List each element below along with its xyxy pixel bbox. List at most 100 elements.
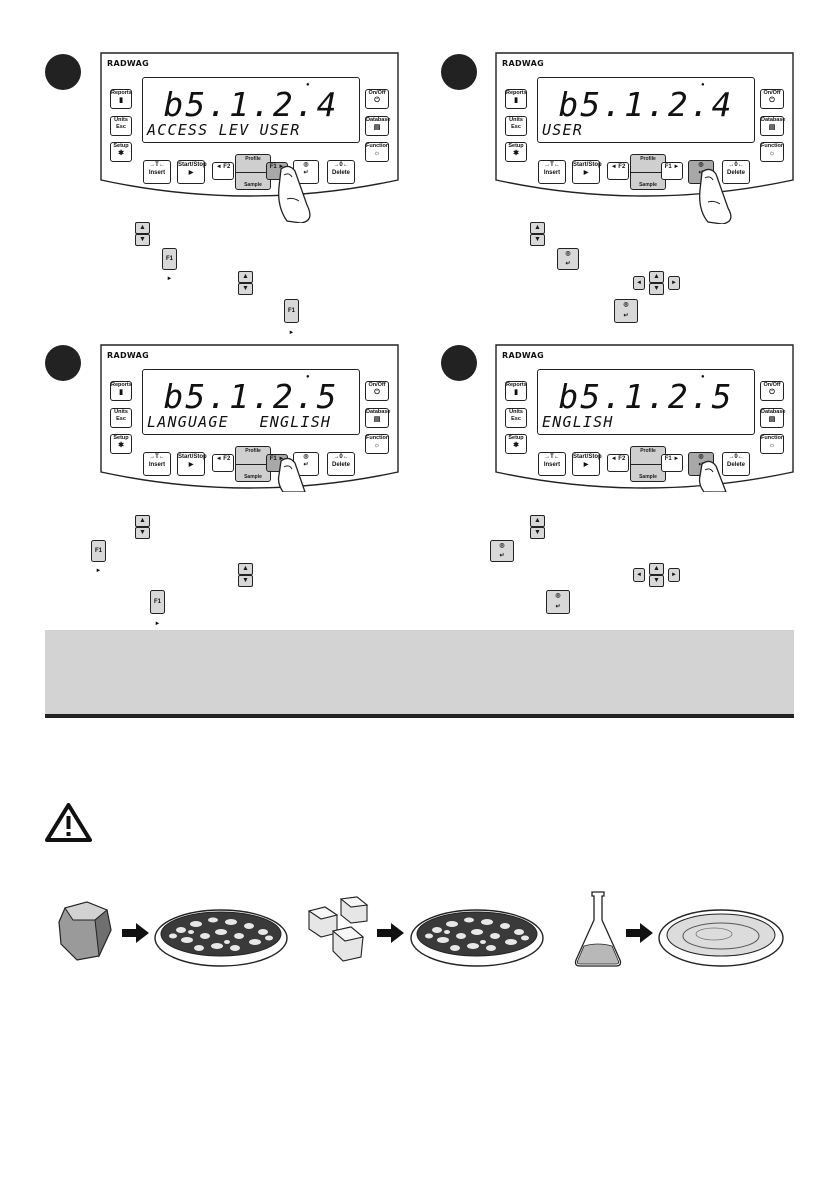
brand-logo: RADWAG (502, 351, 545, 360)
setup-key[interactable]: Setup✱ (110, 142, 132, 162)
instruction-up-down-keys: ▲▼ (238, 563, 253, 587)
startstop-key[interactable]: Start/Stop▶ (572, 452, 602, 476)
f1-key[interactable]: F1 ► (661, 454, 683, 472)
zero-delete-key[interactable]: →0←Delete (722, 160, 750, 184)
lcd-display: ● b5.1.2.4 ACCESS LEV USER (142, 77, 360, 143)
f2-key[interactable]: ◄ F2 (607, 454, 629, 472)
lcd-text: ENGLISH (542, 413, 614, 431)
f2-key[interactable]: ◄ F2 (212, 162, 234, 180)
instruction-f1-key: F1 ► (91, 540, 106, 574)
reports-key[interactable]: Reports▮ (110, 381, 132, 401)
instruction-f1-key: F1 ► (162, 248, 177, 282)
instruction-left-key: ◄ (633, 568, 645, 582)
tare-insert-key[interactable]: →T←Insert (538, 452, 566, 476)
brand-logo: RADWAG (107, 59, 150, 68)
warning-triangle-icon (45, 803, 92, 842)
reports-key[interactable]: Reports▮ (505, 381, 527, 401)
instruction-f1-key: F1 ► (150, 590, 165, 627)
instruction-enter-key: ◎↵ (557, 248, 579, 270)
zero-delete-key[interactable]: →0←Delete (722, 452, 750, 476)
instruction-enter-key: ◎↵ (614, 299, 638, 323)
tare-insert-key[interactable]: →T←Insert (143, 452, 171, 476)
database-key[interactable]: Database▤ (365, 408, 390, 428)
f2-key[interactable]: ◄ F2 (607, 162, 629, 180)
setup-key[interactable]: Setup✱ (505, 142, 527, 162)
instruction-up-down-keys: ▲▼ (530, 222, 545, 246)
setup-key[interactable]: Setup✱ (505, 434, 527, 454)
flask-icon (574, 891, 622, 967)
startstop-key[interactable]: Start/Stop▶ (572, 160, 602, 184)
onoff-key[interactable]: On/Off⏻ (760, 381, 784, 401)
setup-key[interactable]: Setup✱ (110, 434, 132, 454)
instruction-up-down-keys: ▲▼ (649, 563, 664, 587)
finger-icon (699, 168, 732, 224)
startstop-key[interactable]: Start/Stop▶ (177, 160, 207, 184)
finger-icon (698, 460, 727, 492)
reports-key[interactable]: Reports▮ (110, 89, 132, 109)
instruction-right-key: ► (668, 568, 680, 582)
instruction-enter-key: ◎↵ (490, 540, 514, 562)
section-divider (45, 714, 794, 718)
arrow-right-icon (626, 923, 653, 943)
tare-insert-key[interactable]: →T←Insert (143, 160, 171, 184)
instruction-up-down-keys: ▲▼ (135, 515, 150, 539)
zero-delete-key[interactable]: →0←Delete (327, 452, 355, 476)
startstop-key[interactable]: Start/Stop▶ (177, 452, 207, 476)
database-key[interactable]: Database▤ (760, 116, 785, 136)
f2-key[interactable]: ◄ F2 (212, 454, 234, 472)
instruction-up-down-keys: ▲▼ (530, 515, 545, 539)
arrow-right-icon (122, 923, 149, 943)
brand-logo: RADWAG (107, 351, 150, 360)
instruction-f1-key: F1 ► (284, 299, 299, 336)
function-key[interactable]: Function☼ (760, 142, 784, 162)
finger-icon (278, 165, 311, 223)
instruction-enter-key: ◎↵ (546, 590, 570, 614)
dish-icon (410, 909, 544, 967)
function-key[interactable]: Function☼ (365, 142, 389, 162)
dish-icon (658, 909, 784, 967)
function-key[interactable]: Function☼ (760, 434, 784, 454)
lcd-display: ● b5.1.2.5 LANGUAGE ENGLISH (142, 369, 360, 435)
zero-delete-key[interactable]: →0←Delete (327, 160, 355, 184)
lcd-code: b5.1.2.5 (163, 377, 339, 416)
arrow-right-icon (377, 923, 404, 943)
database-key[interactable]: Database▤ (760, 408, 785, 428)
lcd-code: b5.1.2.4 (163, 85, 339, 124)
function-key[interactable]: Function☼ (365, 434, 389, 454)
instruction-up-down-keys: ▲▼ (238, 271, 253, 295)
tare-insert-key[interactable]: →T←Insert (538, 160, 566, 184)
step-circle-2 (441, 54, 477, 90)
lcd-display: ● b5.1.2.4 USER (537, 77, 755, 143)
onoff-key[interactable]: On/Off⏻ (365, 381, 389, 401)
instruction-right-key: ► (668, 276, 680, 290)
step-circle-1 (45, 54, 81, 90)
instruction-left-key: ◄ (633, 276, 645, 290)
onoff-key[interactable]: On/Off⏻ (365, 89, 389, 109)
onoff-key[interactable]: On/Off⏻ (760, 89, 784, 109)
rock-icon (58, 901, 112, 961)
brand-logo: RADWAG (502, 59, 545, 68)
lcd-text: LANGUAGE ENGLISH (147, 413, 332, 431)
lcd-text: USER (542, 121, 583, 139)
database-key[interactable]: Database▤ (365, 116, 390, 136)
instruction-up-down-keys: ▲▼ (649, 271, 664, 295)
section-header-band (45, 630, 794, 715)
dish-icon (154, 909, 288, 967)
step-circle-3 (45, 345, 81, 381)
reports-key[interactable]: Reports▮ (505, 89, 527, 109)
step-circle-4 (441, 345, 477, 381)
cubes-icon (307, 896, 369, 962)
lcd-text: ACCESS LEV USER (147, 121, 301, 139)
f1-key[interactable]: F1 ► (661, 162, 683, 180)
